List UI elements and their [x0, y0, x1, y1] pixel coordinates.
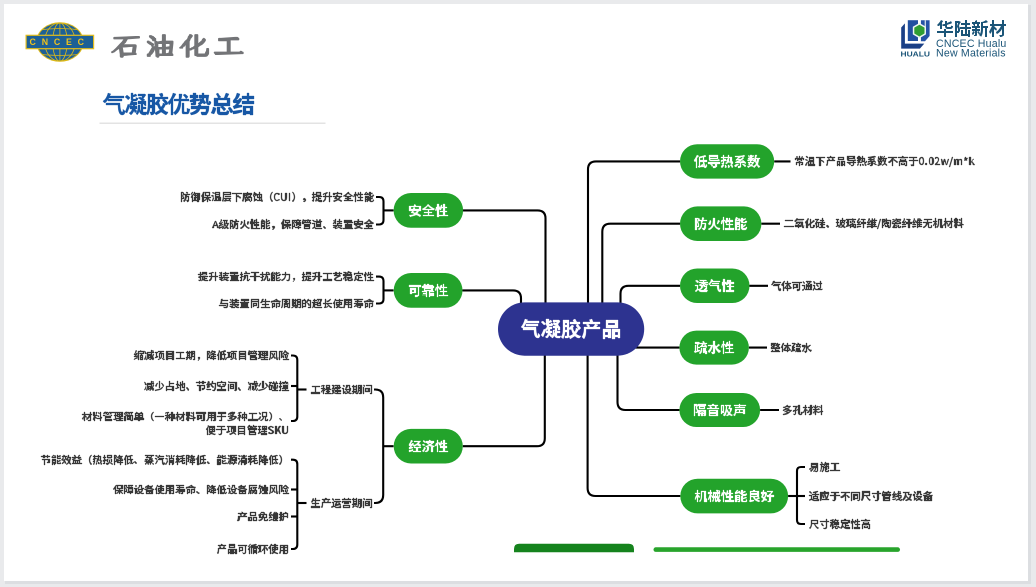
svg-text:CNCEC Hualu: CNCEC Hualu — [936, 38, 1007, 50]
svg-text:HUALU: HUALU — [901, 49, 931, 58]
svg-text:New Materials: New Materials — [936, 48, 1006, 60]
svg-text:CNCEC: CNCEC — [30, 37, 90, 47]
